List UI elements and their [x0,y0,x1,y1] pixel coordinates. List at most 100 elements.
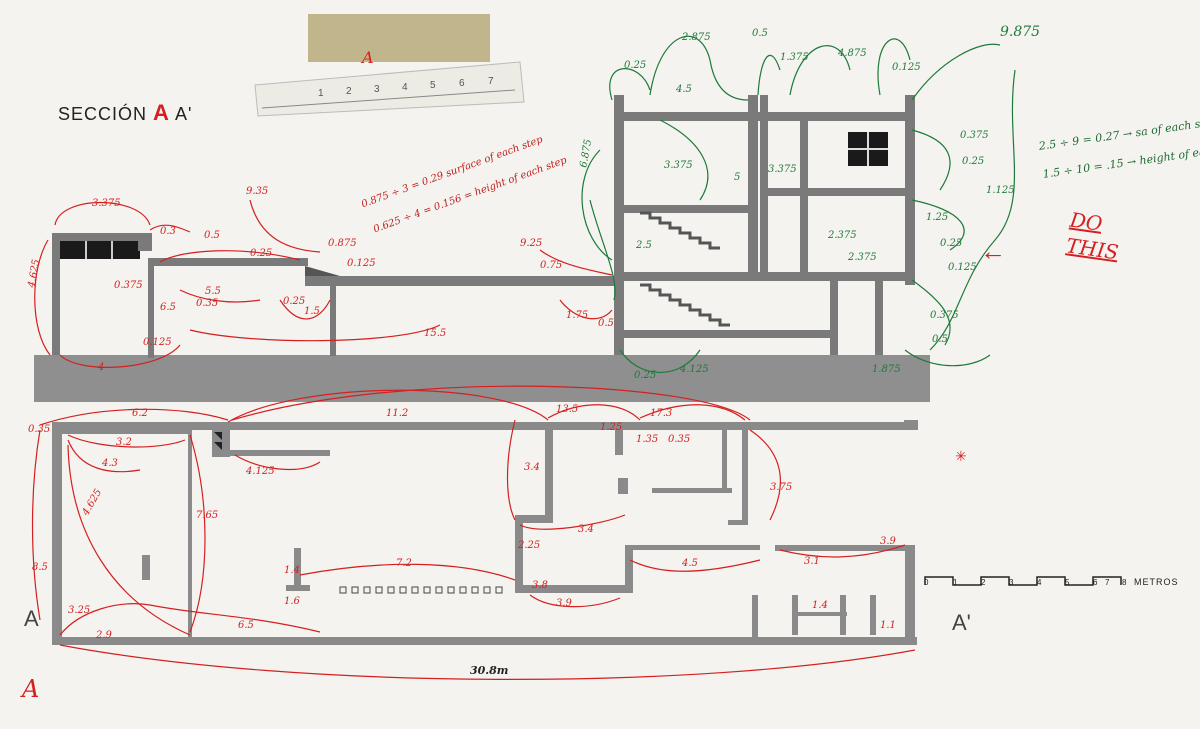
sec-dim-red: 0.25 [283,296,306,307]
plan-dim-red: 0.35 [668,434,691,445]
ruler-mark-7: 7 [488,76,494,87]
tape-mark: A [362,48,374,67]
plan-dim-red: 7.2 [396,558,412,569]
sec-dim-green: 2.875 [682,32,711,43]
scale-mark-5: 5 [1065,578,1070,587]
sec-dim-red: 1.75 [566,310,589,321]
sec-dim-green: 5 [734,172,741,183]
plan-dim-red: 1.35 [636,434,659,445]
plan-dim-red: 1.25 [600,422,623,433]
plan-dim-red: 4.5 [682,558,698,569]
scale-mark-1: 1 [953,578,958,587]
plan-dim-red: 3.1 [804,556,820,567]
section-green-annotations [581,35,1016,373]
plan-dim-red: 0.35 [28,424,51,435]
sec-dim-green: 4.125 [680,364,709,375]
sec-dim-green: 0.25 [962,156,985,167]
plan-dim-red: 2.9 [96,630,112,641]
sec-dim-red: 0.125 [347,258,376,269]
scale-mark-3: 3 [1009,578,1014,587]
sec-dim-red: 0.875 [328,238,357,249]
scale-mark-6: 6 [1093,578,1098,587]
plan-dim-red: 3.8 [532,580,548,591]
plan-dim-red: 6.2 [132,408,148,419]
sec-dim-green: 0.375 [960,130,989,141]
plan-dim-red: 3.9 [556,598,572,609]
asterisk-icon: ✳ [955,448,967,464]
ruler-mark-4: 4 [402,82,408,93]
sec-dim-green: 9.875 [1000,24,1041,40]
section-label-corner: A [22,675,40,703]
plan-dim-red: 17.3 [650,408,673,419]
sec-dim-red: 0.3 [160,226,176,237]
scale-mark-8: 8 [1122,578,1127,587]
sec-dim-green: 0.375 [930,310,959,321]
sec-dim-red: 0.75 [540,260,563,271]
left-pavilion-roof [52,233,152,241]
sec-dim-green: 1.125 [986,185,1015,196]
plan-dim-red: 3.2 [116,437,132,448]
sec-dim-green: 3.375 [664,160,693,171]
plan-dim-red: 13.5 [556,404,579,415]
sec-dim-green: 1.25 [926,212,949,223]
scale-bar [924,576,1122,586]
plan-outer-top [52,422,910,430]
plan-dim-red: 1.6 [284,596,300,607]
plan-dim-red: 3.4 [578,524,594,535]
plan-view [52,420,918,645]
sec-dim-red: 0.25 [250,248,273,259]
sec-dim-red: 0.125 [143,337,172,348]
plan-red-annotations [31,385,916,680]
plan-dim-red: 11.2 [386,408,409,419]
plan-dim-red: 2.25 [518,540,541,551]
plan-outer-left [52,422,62,645]
plan-dim-red: 1.1 [880,620,896,631]
sec-dim-green: 0.125 [948,262,977,273]
sec-dim-green: 1.375 [780,52,809,63]
sec-dim-green: 3.375 [768,164,797,175]
section-view [34,95,930,402]
ruler [254,61,525,117]
arrow-left-icon: ← [980,236,1006,266]
plan-dim-red: 1.4 [812,600,828,611]
sec-dim-red: 3.375 [92,198,121,209]
plan-dim-red: 4.3 [102,458,118,469]
ground-strip [34,355,930,402]
house-wall-left [614,95,624,355]
lower-stair [640,283,730,327]
sec-dim-green: 4.875 [838,48,867,59]
scale-mark-7: 7 [1105,578,1110,587]
sec-dim-red: 0.375 [114,280,143,291]
scale-mark-4: 4 [1037,578,1042,587]
ruler-mark-1: 1 [318,88,324,99]
left-pavilion-window [60,241,140,259]
sec-dim-green: 4.5 [676,84,692,95]
plan-dim-red: 1.4 [284,565,300,576]
plan-dim-red: 8.5 [32,562,48,573]
plan-stair-row [339,586,503,594]
plan-outer-bottom [52,637,917,645]
section-label-left: A [24,606,39,631]
left-pavilion-wall [52,233,60,355]
do-this-note: DO THIS [1065,207,1124,266]
deck-slab [305,276,615,286]
section-title-mark: A [153,100,170,125]
plan-total-length: 30.8m [470,664,509,677]
sec-dim-red: 9.25 [520,238,543,249]
ruler-mark-2: 2 [346,86,352,97]
scale-mark-0: 0 [924,578,929,587]
ruler-mark-3: 3 [374,84,380,95]
sec-dim-red: 0.5 [598,318,614,329]
sec-dim-red: 5.5 [205,286,221,297]
scale-unit: METROS [1134,577,1179,587]
sec-dim-green: 0.25 [634,370,657,381]
plan-dim-red: 3.9 [880,536,896,547]
sec-dim-green: 2.375 [848,252,877,263]
sec-dim-green: 2.5 [636,240,652,251]
sec-dim-red: 6.5 [160,302,176,313]
upper-stair [640,211,720,250]
sec-dim-green: 0.5 [752,28,768,39]
sec-dim-green: 0.125 [892,62,921,73]
plan-dim-red: 6.5 [238,620,254,631]
plan-dim-red: 3.4 [524,462,540,473]
